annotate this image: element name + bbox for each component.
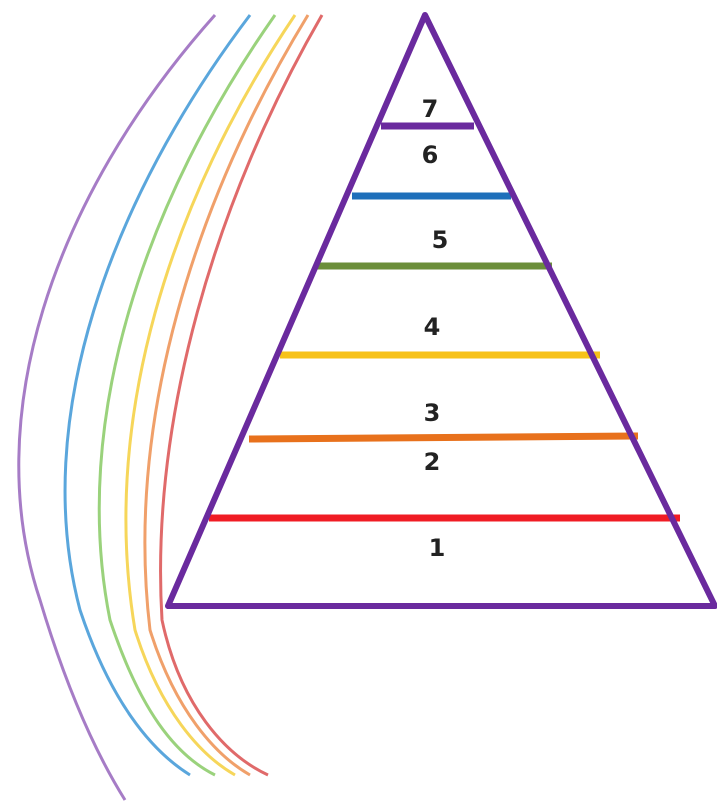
level-label-7: 7 <box>422 95 439 123</box>
level-label-4: 4 <box>424 313 441 341</box>
level-labels: 7 6 5 4 3 2 1 <box>422 95 449 562</box>
rainbow-arc-red <box>161 15 322 775</box>
level-label-5: 5 <box>432 226 449 254</box>
level-label-1: 1 <box>429 534 446 562</box>
rainbow-arc-green <box>99 15 275 775</box>
level-bands <box>209 126 680 518</box>
rainbow-arc-yellow <box>126 15 295 775</box>
rainbow-arcs <box>19 15 322 800</box>
level-label-2: 2 <box>424 448 441 476</box>
level-label-6: 6 <box>422 141 439 169</box>
band-line-2-3 <box>249 436 638 439</box>
rainbow-arc-violet <box>19 15 215 800</box>
level-label-3: 3 <box>424 399 441 427</box>
